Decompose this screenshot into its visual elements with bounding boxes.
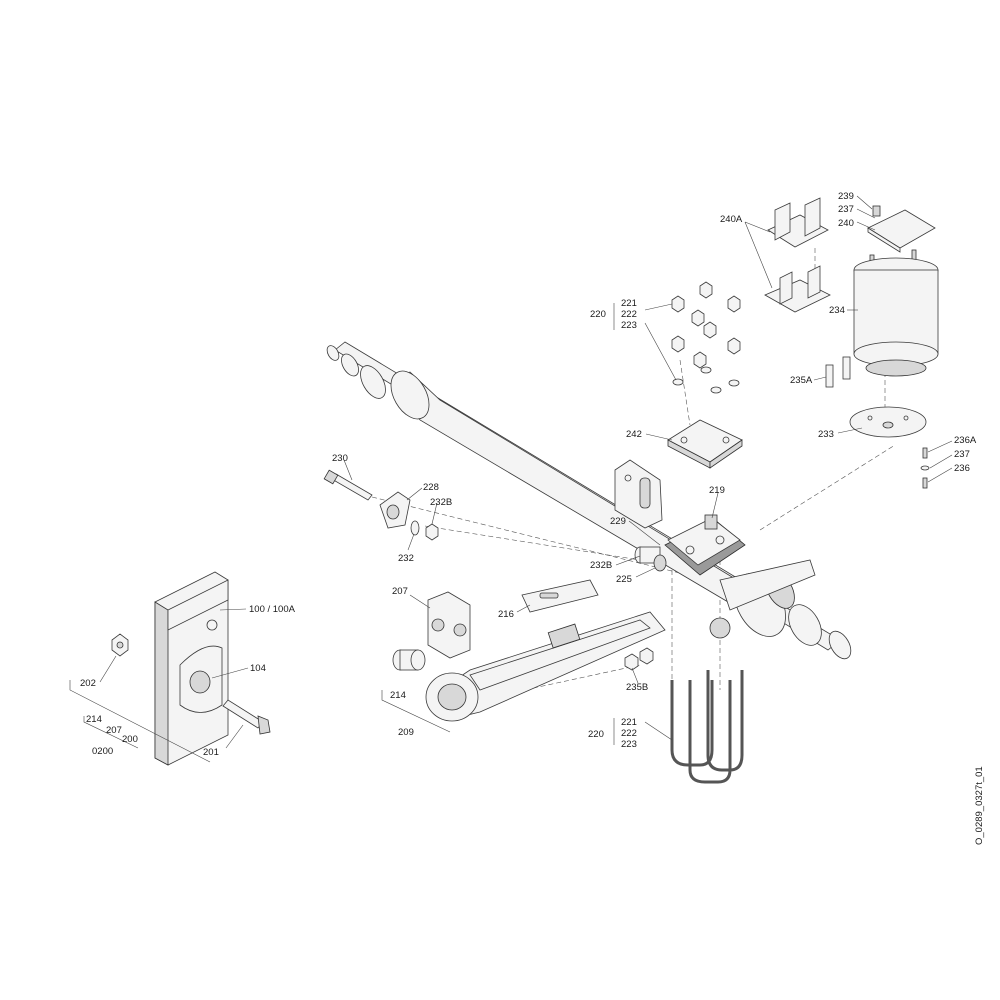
eye-228: [379, 491, 411, 529]
plate-216: [521, 579, 599, 613]
callout-223-upper: 223: [621, 320, 637, 331]
top-plate-240: [867, 205, 936, 270]
callout-232: 232: [398, 553, 414, 564]
nut-202: [111, 633, 129, 657]
spring-seat-219: [664, 514, 746, 576]
pins-235A: [825, 356, 851, 388]
hanger-100: [154, 571, 229, 766]
callout-229: 229: [610, 516, 626, 527]
drawing-id-text: O_0289_0327t_01: [974, 766, 985, 845]
callout-222-upper: 222: [621, 309, 637, 320]
trailing-arm-209: [425, 611, 666, 722]
callout-237-right: 237: [954, 449, 970, 460]
callout-225: 225: [616, 574, 632, 585]
callout-202: 202: [80, 678, 96, 689]
bracket-229: [614, 459, 663, 529]
nuts-washers-220: [671, 281, 741, 394]
callout-235B: 235B: [626, 682, 648, 693]
u-bolts-220: [670, 670, 744, 784]
piston-233: [849, 406, 927, 438]
air-spring-234: [853, 257, 939, 377]
plate-242: [667, 419, 743, 469]
callout-207: 207: [392, 586, 408, 597]
callout-201: 201: [203, 747, 219, 758]
bracket-207: [427, 591, 471, 659]
callout-220-upper: 220: [590, 309, 606, 320]
callout-228: 228: [423, 482, 439, 493]
callout-230: 230: [332, 453, 348, 464]
callout-214-center: 214: [390, 690, 406, 701]
callout-219: 219: [709, 485, 725, 496]
washer-232: [410, 520, 439, 541]
callout-200: 200: [122, 734, 138, 745]
callout-233: 233: [818, 429, 834, 440]
callout-232B-left: 232B: [430, 497, 452, 508]
callout-214-left: 214: [86, 714, 102, 725]
callout-207-left: 207: [106, 725, 122, 736]
bushing-214: [392, 649, 426, 671]
callout-labels: 239 237 240 240A 220 221 222 223 234 235…: [80, 191, 977, 758]
callout-209: 209: [398, 727, 414, 738]
callout-236: 236: [954, 463, 970, 474]
callout-234: 234: [829, 305, 845, 316]
callout-223-lower: 223: [621, 739, 637, 750]
brackets-240A: [764, 197, 831, 313]
callout-232B-right: 232B: [590, 560, 612, 571]
callout-222-lower: 222: [621, 728, 637, 739]
callout-239: 239: [838, 191, 854, 202]
axle-end-knuckle: [709, 559, 852, 660]
callout-240: 240: [838, 218, 854, 229]
drawing-id-label: O_0289_0327t_01: [974, 766, 990, 865]
bolt-230: [323, 469, 373, 501]
callout-236A: 236A: [954, 435, 977, 446]
callout-216: 216: [498, 609, 514, 620]
leader-lines: [69, 195, 953, 763]
callout-104: 104: [250, 663, 266, 674]
screws-236: [920, 447, 930, 489]
callout-242: 242: [626, 429, 642, 440]
nut-235B: [624, 647, 654, 671]
callout-221-lower: 221: [621, 717, 637, 728]
callout-240A: 240A: [720, 214, 743, 225]
callout-221-upper: 221: [621, 298, 637, 309]
callout-100-100A: 100 / 100A: [249, 604, 296, 615]
callout-237-top: 237: [838, 204, 854, 215]
callout-0200: 0200: [92, 746, 113, 757]
bushing-225: [634, 546, 667, 572]
callout-220-lower: 220: [588, 729, 604, 740]
callout-235A: 235A: [790, 375, 813, 386]
bolt-201: [222, 699, 271, 735]
